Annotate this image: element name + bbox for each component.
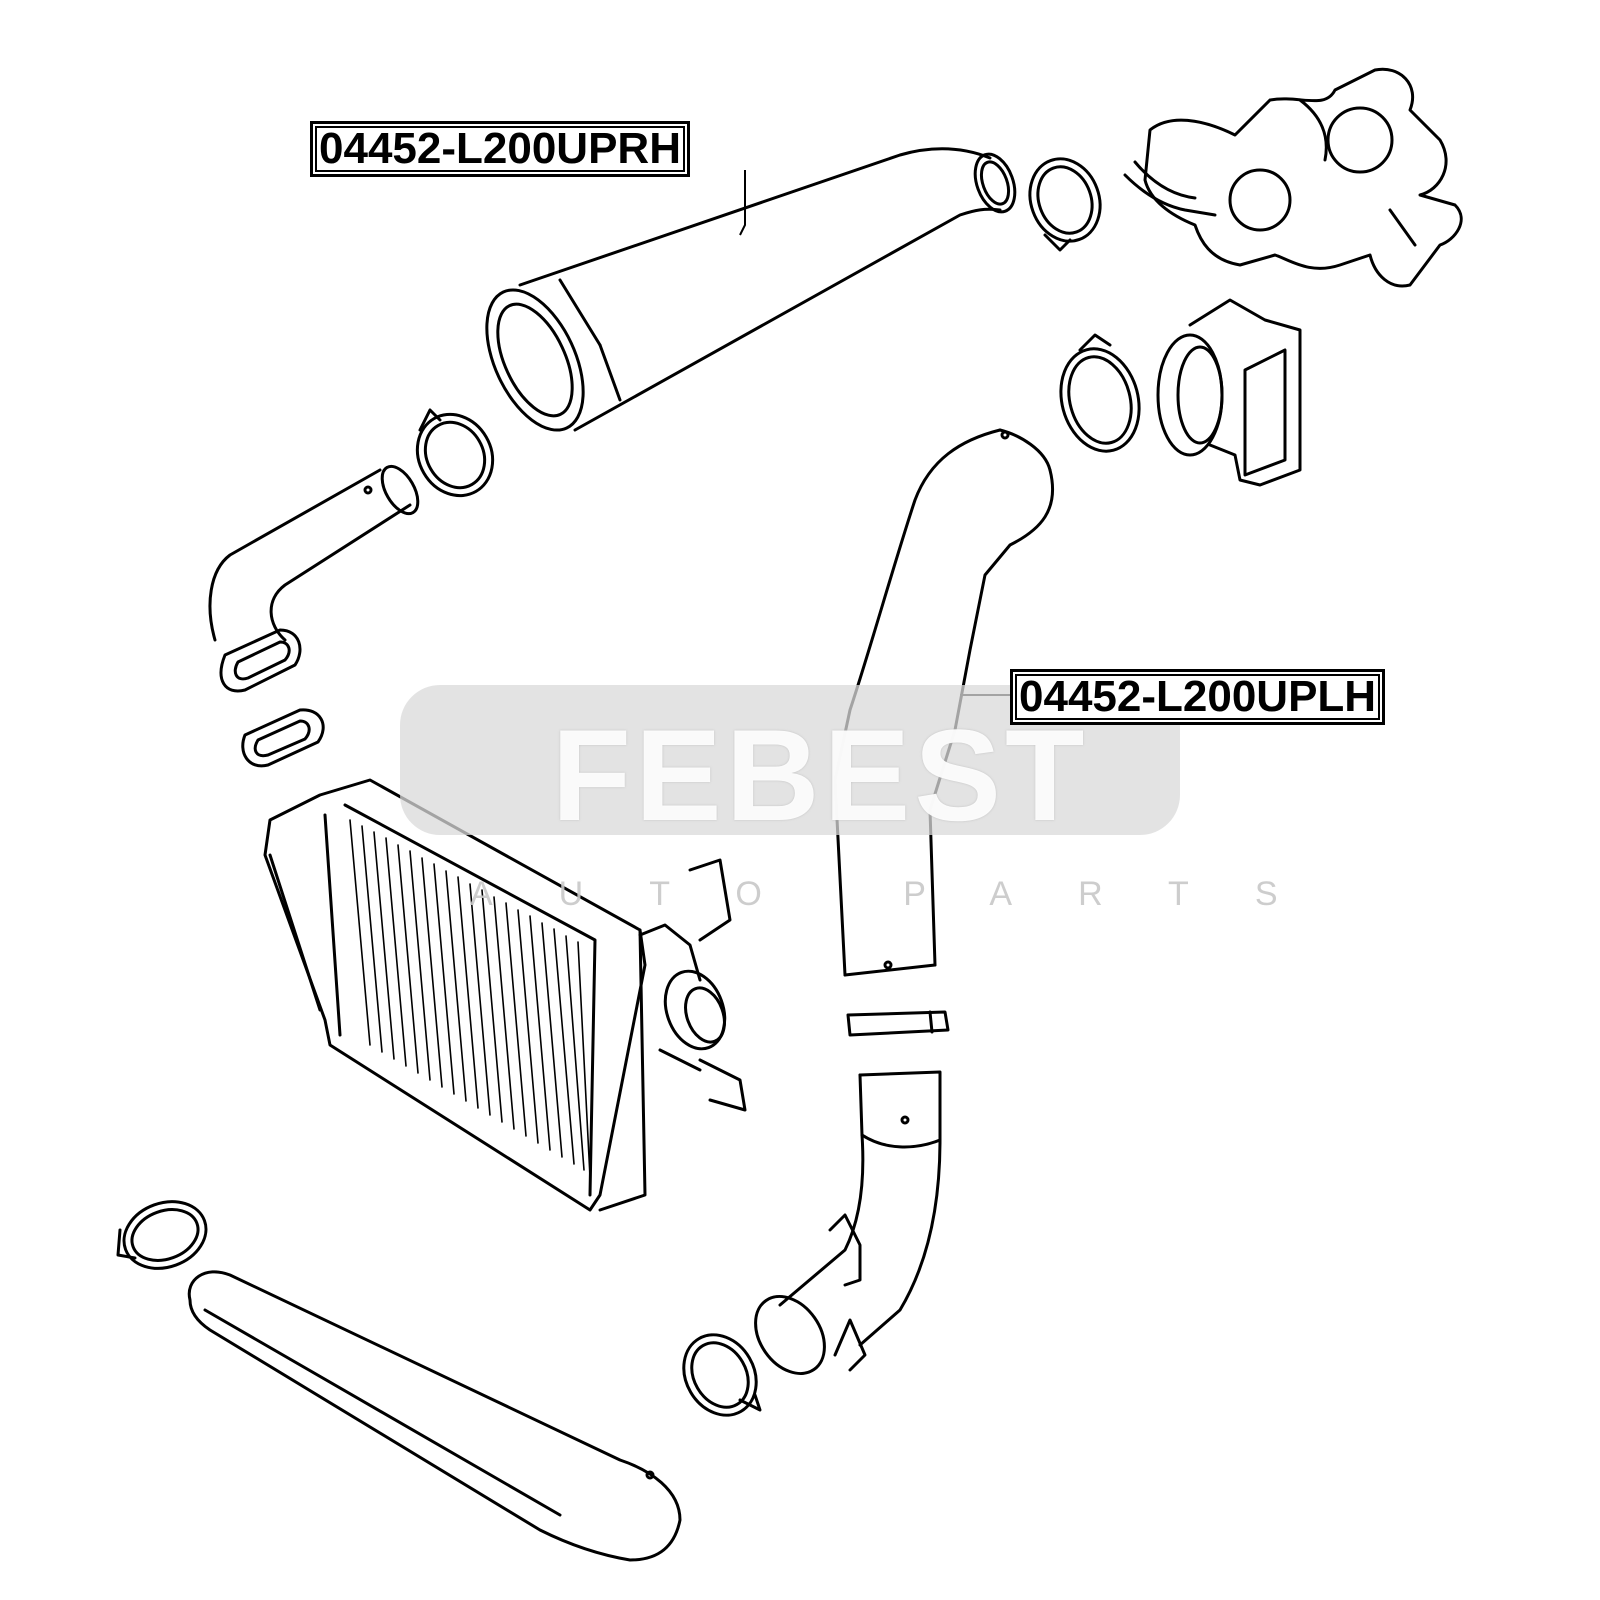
throttle-body: [1156, 298, 1302, 487]
elbow-pipe: [208, 464, 420, 642]
turbocharger: [1123, 67, 1463, 288]
coupler-sleeve: [846, 1010, 950, 1037]
intercooler: [263, 778, 747, 1212]
hose-clamp-lower-left: [116, 1200, 208, 1270]
lower-hose: [187, 1270, 682, 1562]
upper-right-hose: [485, 147, 1017, 432]
hose-clamp-lower-middle: [682, 1333, 762, 1417]
part-label-uplh[interactable]: 04452-L200UPLH: [1010, 669, 1386, 725]
hose-clamp-upper-right-2: [1059, 333, 1141, 453]
watermark-box: [400, 685, 1180, 835]
lower-metal-pipe: [754, 1070, 942, 1375]
leader-lines: [739, 170, 1010, 696]
part-label-uprh[interactable]: 04452-L200UPRH: [310, 121, 690, 177]
hose-clamp-top: [1028, 157, 1102, 252]
flange-gasket: [241, 708, 325, 768]
upper-left-hose: [833, 428, 1055, 977]
watermark-brand: FEBEST: [551, 702, 1089, 848]
watermark-tagline: AUTO PARTS: [470, 875, 1344, 913]
intercooler-fins: [349, 819, 591, 1178]
hose-clamp-upper-left: [415, 408, 495, 498]
pipe-flange: [219, 628, 302, 693]
